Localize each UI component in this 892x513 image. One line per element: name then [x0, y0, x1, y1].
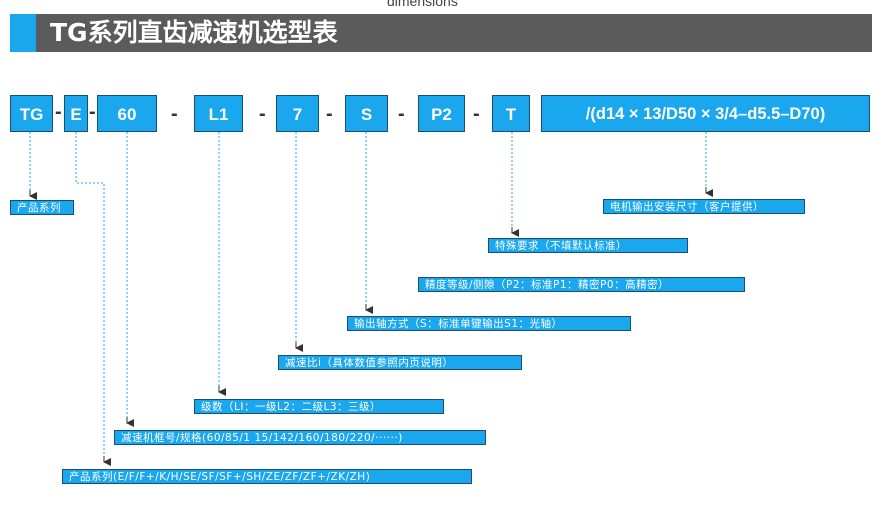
label-precision: 精度等级/侧隙（P2：标准P1：精密P0：高精密）: [418, 277, 745, 292]
code-separator: -: [259, 103, 266, 125]
label-motor-dims: 电机输出安装尺寸（客户提供）: [603, 199, 805, 214]
code-box-shaft: S: [345, 95, 388, 132]
code-separator: -: [398, 103, 405, 125]
code-separator: -: [473, 103, 480, 125]
code-box-motor-dims: /(d14 × 13/D50 × 3/4–d5.5–D70): [541, 95, 870, 132]
code-box-series: TG: [10, 95, 53, 132]
label-ratio: 减速比i（具体数值参照内页说明）: [278, 355, 522, 370]
overflow-caption: dimensions: [387, 0, 458, 9]
label-output-shaft: 输出轴方式（S：标准单键输出S1：光轴）: [347, 316, 631, 331]
code-box-type: E: [64, 95, 88, 132]
code-box-special: T: [492, 95, 530, 132]
code-box-stage: L1: [194, 95, 243, 132]
code-separator: -: [171, 103, 178, 125]
title-bar: [10, 14, 872, 52]
label-special: 特殊要求（不填默认标准）: [488, 238, 688, 253]
label-series: 产品系列: [10, 200, 74, 215]
label-frame-size: 减速机框号/规格(60/85/1 15/142/160/180/220/····…: [114, 430, 486, 445]
code-separator: -: [55, 101, 62, 123]
page-title: TG系列直齿减速机选型表: [50, 18, 338, 47]
connector-type: [75, 132, 105, 462]
code-separator: -: [326, 103, 333, 125]
label-stages: 级数（LI：一级L2：二级L3：三级）: [194, 399, 444, 414]
title-accent: [10, 14, 36, 52]
code-box-frame: 60: [97, 95, 157, 132]
code-box-ratio: 7: [276, 95, 319, 132]
label-product-series-full: 产品系列(E/F/F+/K/H/SE/SF/SF+/SH/ZE/ZF/ZF+/Z…: [62, 469, 472, 484]
code-box-precision: P2: [418, 95, 465, 132]
code-separator: -: [89, 101, 96, 123]
